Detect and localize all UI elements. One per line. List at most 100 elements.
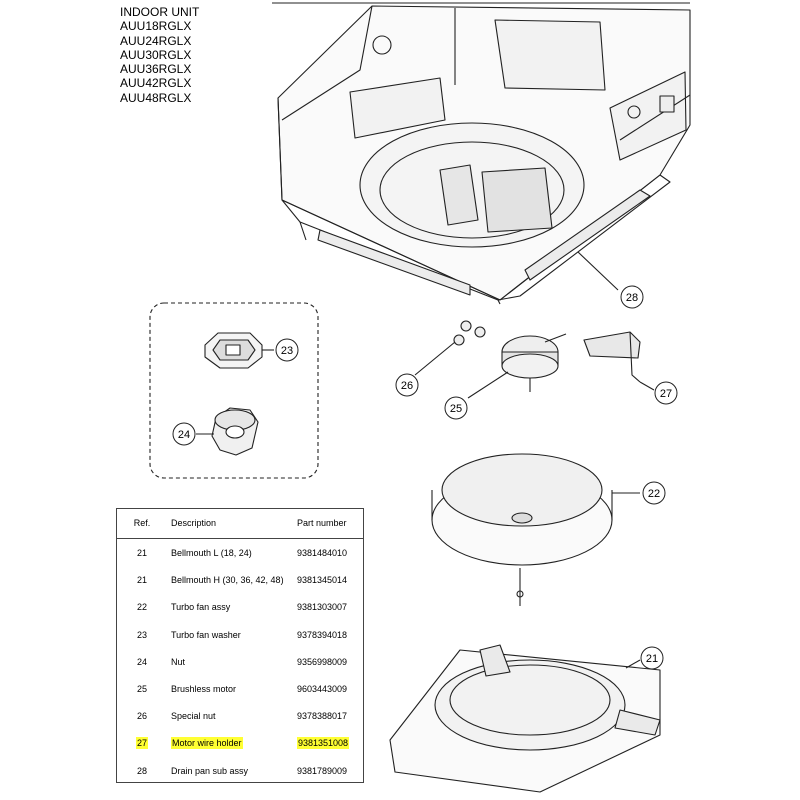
callout-21 bbox=[640, 646, 664, 670]
callout-27 bbox=[654, 381, 678, 405]
bellmouth-drawing bbox=[389, 644, 661, 793]
description-cell: Bellmouth H (30, 36, 42, 48) bbox=[171, 575, 284, 586]
model-line: AUU24RGLX bbox=[120, 33, 192, 48]
table-row: 26 Special nut 9378388017 bbox=[117, 702, 363, 730]
part-number-cell: 9381789009 bbox=[297, 765, 348, 776]
part-number-cell: 9603443009 bbox=[297, 684, 348, 694]
col-header-part-number: Part number bbox=[297, 518, 347, 528]
col-header-ref: Ref. bbox=[133, 518, 151, 528]
ref-cell: 21 bbox=[136, 548, 147, 558]
ref-cell: 26 bbox=[136, 711, 147, 722]
part-number-cell: 9381345014 bbox=[297, 575, 348, 586]
ref-cell: 25 bbox=[136, 684, 147, 694]
callout-24 bbox=[172, 422, 196, 446]
table-row: 27 Motor wire holder 9381351008 bbox=[117, 729, 363, 757]
ref-cell: 24 bbox=[136, 656, 147, 667]
part-number-cell-wrap: 9603443009 bbox=[297, 684, 347, 694]
table-header-row: Ref. Description Part number bbox=[117, 509, 363, 537]
ref-cell: 22 bbox=[136, 602, 147, 613]
description-cell: Nut bbox=[171, 656, 186, 667]
part-number-cell: 9378394018 bbox=[297, 629, 348, 640]
description-cell-wrap: Turbo fan washer bbox=[171, 630, 241, 640]
part-number-cell-wrap: 9378394018 bbox=[297, 630, 347, 640]
callout-label: 23 bbox=[281, 345, 293, 357]
turbo-fan-washer-drawing bbox=[204, 332, 274, 369]
table-row: 25 Brushless motor 9603443009 bbox=[117, 675, 363, 703]
indoor-unit-chassis bbox=[272, 2, 691, 305]
table-row: 24 Nut 9356998009 bbox=[117, 648, 363, 676]
ref-cell: 27 bbox=[135, 737, 148, 750]
description-cell-wrap: Nut bbox=[171, 657, 185, 667]
part-number-cell: 9381303007 bbox=[297, 602, 348, 613]
special-nut-drawing bbox=[414, 320, 486, 376]
part-number-cell-wrap: 9381789009 bbox=[297, 766, 347, 776]
description-cell-wrap: Brushless motor bbox=[171, 684, 236, 694]
part-number-cell-wrap: 9381484010 bbox=[297, 548, 347, 558]
description-cell-wrap: Motor wire holder bbox=[171, 737, 243, 750]
ref-cell: 21 bbox=[136, 575, 147, 586]
description-cell: Turbo fan washer bbox=[171, 629, 241, 640]
ref-cell-wrap: 22 bbox=[117, 602, 167, 612]
callout-label: 25 bbox=[450, 403, 462, 415]
description-cell: Special nut bbox=[171, 711, 216, 722]
model-list: INDOOR UNIT AUU18RGLX AUU24RGLX AUU30RGL… bbox=[120, 5, 199, 105]
motor-wire-holder-drawing bbox=[583, 331, 655, 391]
callout-25 bbox=[444, 396, 468, 420]
ref-cell-wrap: 23 bbox=[117, 630, 167, 640]
callout-28 bbox=[620, 285, 644, 309]
ref-cell-wrap: 26 bbox=[117, 711, 167, 721]
callout-label: 27 bbox=[660, 388, 672, 400]
description-cell-wrap: Bellmouth L (18, 24) bbox=[171, 548, 252, 558]
callout-label: 26 bbox=[401, 380, 413, 392]
description-cell: Drain pan sub assy bbox=[171, 765, 249, 776]
ref-cell-wrap: 27 bbox=[117, 737, 167, 750]
description-cell-wrap: Special nut bbox=[171, 711, 216, 721]
part-number-cell: 9356998009 bbox=[297, 656, 348, 667]
model-line: AUU48RGLX bbox=[120, 90, 192, 105]
table-row: 22 Turbo fan assy 9381303007 bbox=[117, 593, 363, 621]
description-cell-wrap: Drain pan sub assy bbox=[171, 766, 248, 776]
model-line: AUU18RGLX bbox=[120, 19, 192, 34]
callout-23 bbox=[275, 338, 299, 362]
callout-26 bbox=[395, 373, 419, 397]
description-cell: Turbo fan assy bbox=[171, 602, 231, 613]
col-header-description: Description bbox=[171, 518, 217, 528]
nut-drawing bbox=[196, 407, 259, 456]
callout-label: 24 bbox=[178, 429, 190, 441]
ref-cell: 28 bbox=[136, 765, 147, 776]
description-cell-wrap: Bellmouth H (30, 36, 42, 48) bbox=[171, 575, 284, 585]
part-number-cell: 9378388017 bbox=[297, 711, 348, 722]
callout-label: 28 bbox=[626, 292, 638, 304]
part-number-cell-wrap: 9381351008 bbox=[297, 737, 350, 750]
part-number-cell-wrap: 9381345014 bbox=[297, 575, 347, 585]
part-number-cell-wrap: 9356998009 bbox=[297, 657, 347, 667]
ref-cell-wrap: 24 bbox=[117, 657, 167, 667]
model-line: AUU42RGLX bbox=[120, 76, 192, 91]
model-line: AUU36RGLX bbox=[120, 62, 192, 77]
description-cell-wrap: Turbo fan assy bbox=[171, 602, 230, 612]
model-line: AUU30RGLX bbox=[120, 47, 192, 62]
part-number-cell: 9381484010 bbox=[297, 548, 348, 558]
ref-cell-wrap: 21 bbox=[117, 548, 167, 558]
table-row: 28 Drain pan sub assy 9381789009 bbox=[117, 757, 363, 785]
ref-cell-wrap: 28 bbox=[117, 766, 167, 776]
washer-nut-detail-box bbox=[149, 302, 319, 479]
ref-cell: 23 bbox=[136, 629, 147, 640]
callout-label: 22 bbox=[648, 488, 660, 500]
table-row: 23 Turbo fan washer 9378394018 bbox=[117, 621, 363, 649]
callout-label: 21 bbox=[646, 653, 658, 665]
callout-22 bbox=[642, 481, 666, 505]
turbo-fan-drawing bbox=[431, 453, 640, 606]
ref-cell-wrap: 21 bbox=[117, 575, 167, 585]
brushless-motor-drawing bbox=[467, 333, 567, 399]
description-cell: Brushless motor bbox=[171, 684, 237, 694]
model-line: INDOOR UNIT bbox=[120, 5, 200, 19]
description-cell: Motor wire holder bbox=[171, 737, 243, 750]
ref-cell-wrap: 25 bbox=[117, 684, 167, 694]
table-row: 21 Bellmouth H (30, 36, 42, 48) 9381345014 bbox=[117, 566, 363, 594]
header-divider bbox=[117, 538, 363, 539]
table-row: 21 Bellmouth L (18, 24) 9381484010 bbox=[117, 539, 363, 567]
part-number-cell: 9381351008 bbox=[297, 737, 350, 750]
